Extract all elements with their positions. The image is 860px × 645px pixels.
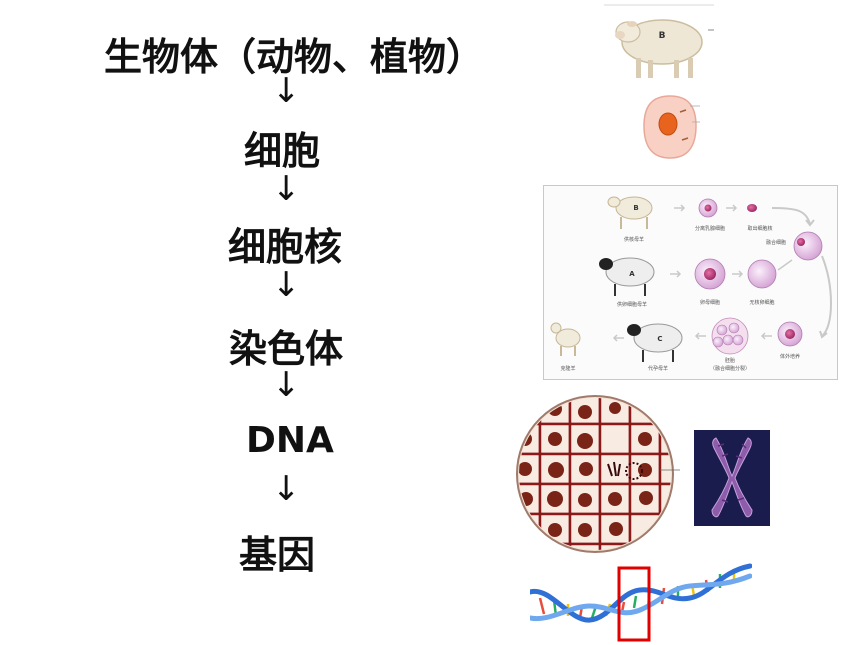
cell-image: [643, 95, 700, 159]
cloning-process-diagram: B 供核母羊 分离乳腺细胞 取出细胞核 融合细胞 A 供卵细胞母羊 卵母细胞 无…: [543, 185, 838, 380]
clone-sheep-b-label: B: [633, 204, 638, 212]
caption-no-nucleus: 无核卵细胞: [749, 299, 774, 306]
level-chromosome: 染色体: [229, 327, 344, 371]
clone-sheep-a-label: A: [629, 270, 635, 278]
down-arrow-icon: ↓: [272, 169, 301, 209]
sheep-image: B: [604, 4, 714, 82]
caption-embryo-note: （融合细胞分裂）: [710, 365, 750, 372]
caption-a-donor: 供卵细胞母羊: [617, 301, 647, 308]
cell-tissue-micrograph: [516, 395, 680, 553]
level-dna: DNA: [246, 420, 334, 461]
caption-culture: 体外培养: [780, 353, 800, 360]
gene-highlight-box: [617, 566, 651, 642]
caption-take-nucleus: 取出细胞核: [747, 225, 772, 232]
level-nucleus: 细胞核: [228, 225, 343, 269]
level-cell: 细胞: [244, 129, 321, 173]
caption-cloned-sheep: 克隆羊: [560, 365, 575, 372]
dna-helix-image: [530, 563, 752, 642]
level-gene: 基因: [239, 533, 316, 577]
caption-separate-cell: 分离乳腺细胞: [695, 225, 725, 232]
sheep-label: B: [659, 31, 666, 41]
caption-egg-cell: 卵母细胞: [700, 299, 720, 306]
caption-b-donor: 供核母羊: [624, 236, 644, 243]
clone-sheep-c-label: C: [657, 335, 662, 343]
down-arrow-icon: ↓: [272, 71, 301, 111]
down-arrow-icon: ↓: [272, 365, 301, 405]
down-arrow-icon: ↓: [272, 265, 301, 305]
chromosome-image: [694, 430, 770, 526]
caption-embryo: 胚胎: [725, 357, 735, 364]
down-arrow-icon: ↓: [272, 469, 301, 509]
caption-surrogate: 代孕母羊: [648, 365, 668, 372]
level-organism: 生物体（动物、植物）: [104, 35, 485, 79]
caption-fused-cell: 融合细胞: [766, 239, 786, 246]
